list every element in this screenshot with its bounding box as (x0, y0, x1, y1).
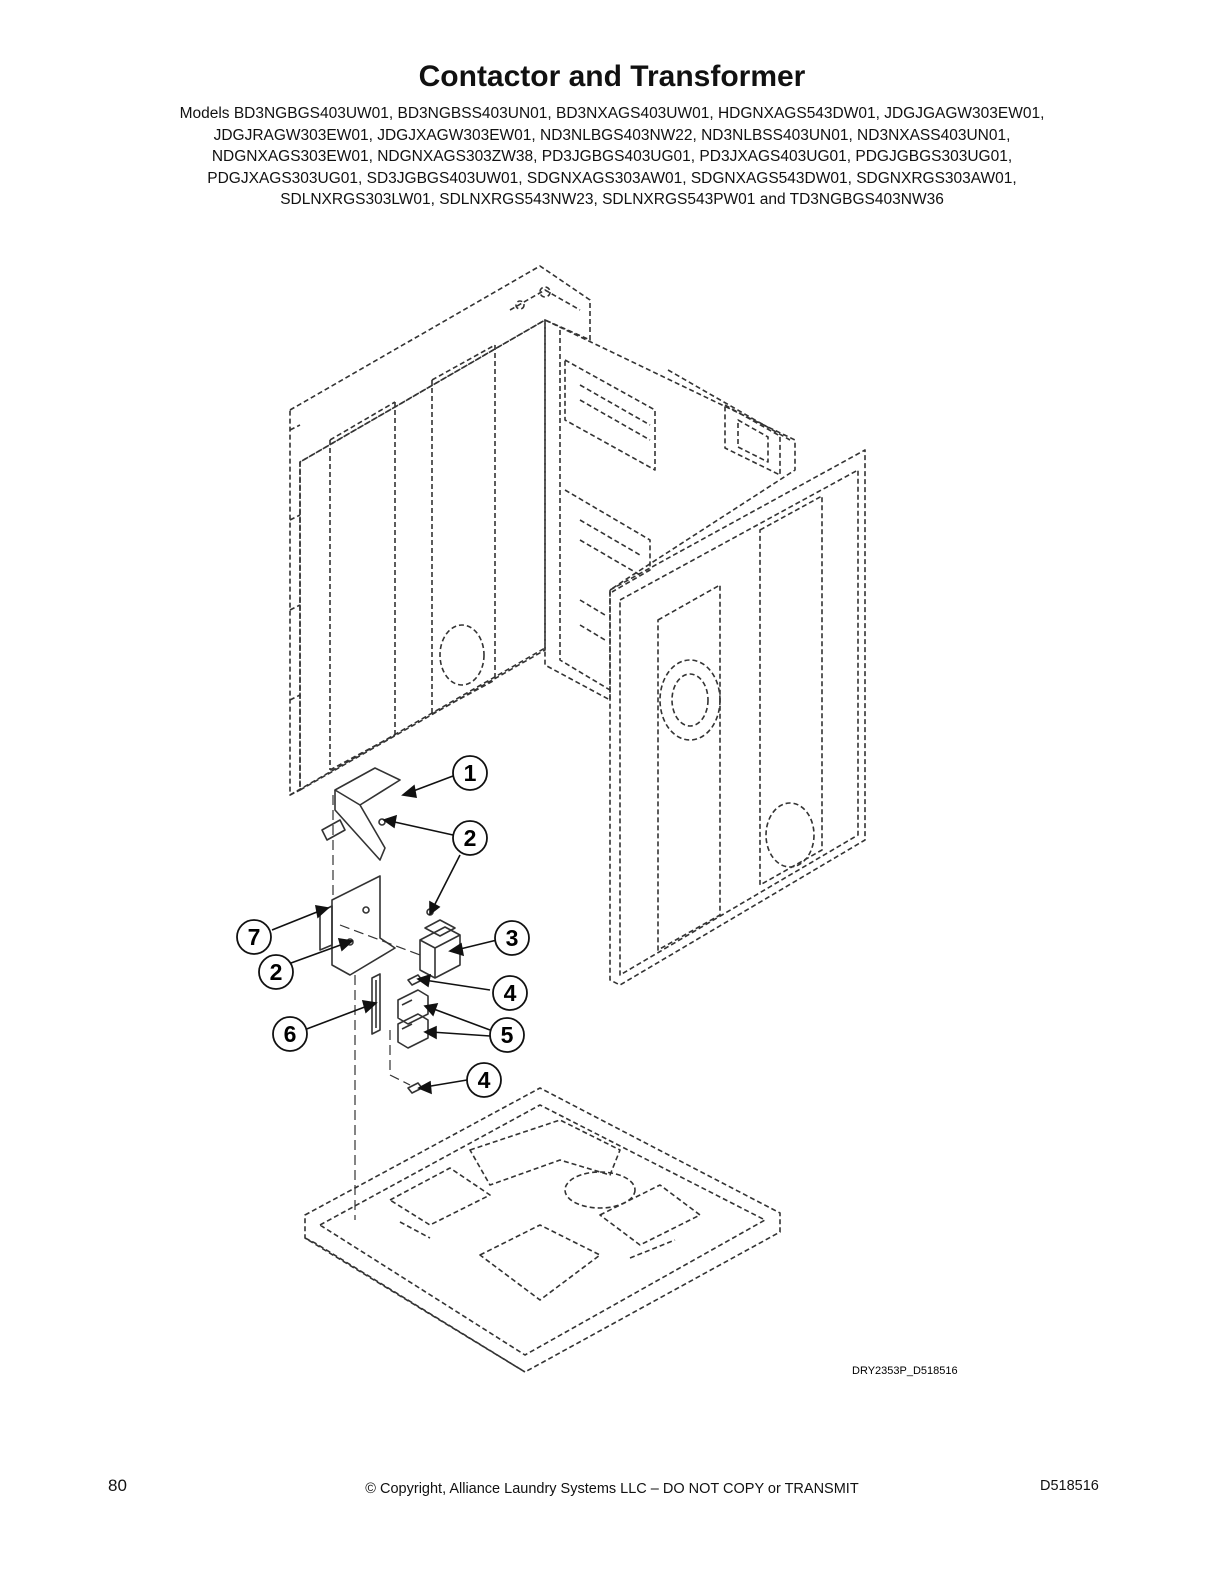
model-line: SDLNXRGS303LW01, SDLNXRGS543NW23, SDLNXR… (280, 191, 944, 208)
callout-4-label: 4 (504, 980, 517, 1006)
model-line: Models BD3NGBGS403UW01, BD3NGBSS403UN01,… (179, 105, 1045, 122)
callout-5-label: 5 (501, 1022, 514, 1048)
callout-2: 2 (452, 820, 488, 856)
part-end-stops (407, 974, 423, 1094)
model-line: JDGJRAGW303EW01, JDGJXAGW303EW01, ND3NLB… (213, 126, 1011, 144)
callout-3: 3 (494, 920, 530, 956)
part-mounting-plate (319, 875, 396, 976)
callout-6: 6 (272, 1016, 308, 1052)
figure-code: DRY2353P_D518516 (852, 1365, 958, 1377)
callout-1-label: 1 (464, 760, 477, 786)
callout-4: 4 (492, 975, 528, 1011)
leader-lines (271, 775, 498, 1095)
callout-3-label: 3 (506, 925, 519, 951)
cabinet-base (304, 1087, 781, 1373)
document-number: D518516 (1040, 1478, 1099, 1494)
copyright-notice: © Copyright, Alliance Laundry Systems LL… (365, 1481, 859, 1497)
side-cabinet-panel (544, 319, 796, 701)
model-line: PDGJXAGS303UG01, SD3JGBGS403UW01, SDGNXA… (207, 169, 1017, 187)
callout-2-label: 2 (270, 959, 283, 985)
page-title: Contactor and Transformer (418, 60, 806, 93)
part-bracket (321, 767, 401, 861)
callout-7-label: 7 (248, 924, 261, 950)
model-list: Models BD3NGBGS403UW01, BD3NGBSS403UN01,… (90, 103, 1134, 211)
callout-7: 7 (236, 919, 272, 955)
callout-1: 1 (452, 755, 488, 791)
callout-2-label: 2 (464, 825, 477, 851)
model-line: NDGNXAGS303EW01, NDGNXAGS303ZW38, PD3JGB… (211, 148, 1013, 165)
page-number: 80 (108, 1476, 127, 1495)
callout-5: 5 (489, 1017, 525, 1053)
assembly-lines (332, 795, 421, 1220)
callout-2: 2 (258, 954, 294, 990)
front-cabinet-panel (609, 449, 866, 986)
part-transformer (419, 908, 461, 979)
callout-4: 4 (466, 1062, 502, 1098)
part-contactors (397, 989, 429, 1049)
callout-6-label: 6 (284, 1021, 297, 1047)
callout-4-label: 4 (478, 1067, 491, 1093)
rear-cabinet-panel (289, 265, 591, 796)
